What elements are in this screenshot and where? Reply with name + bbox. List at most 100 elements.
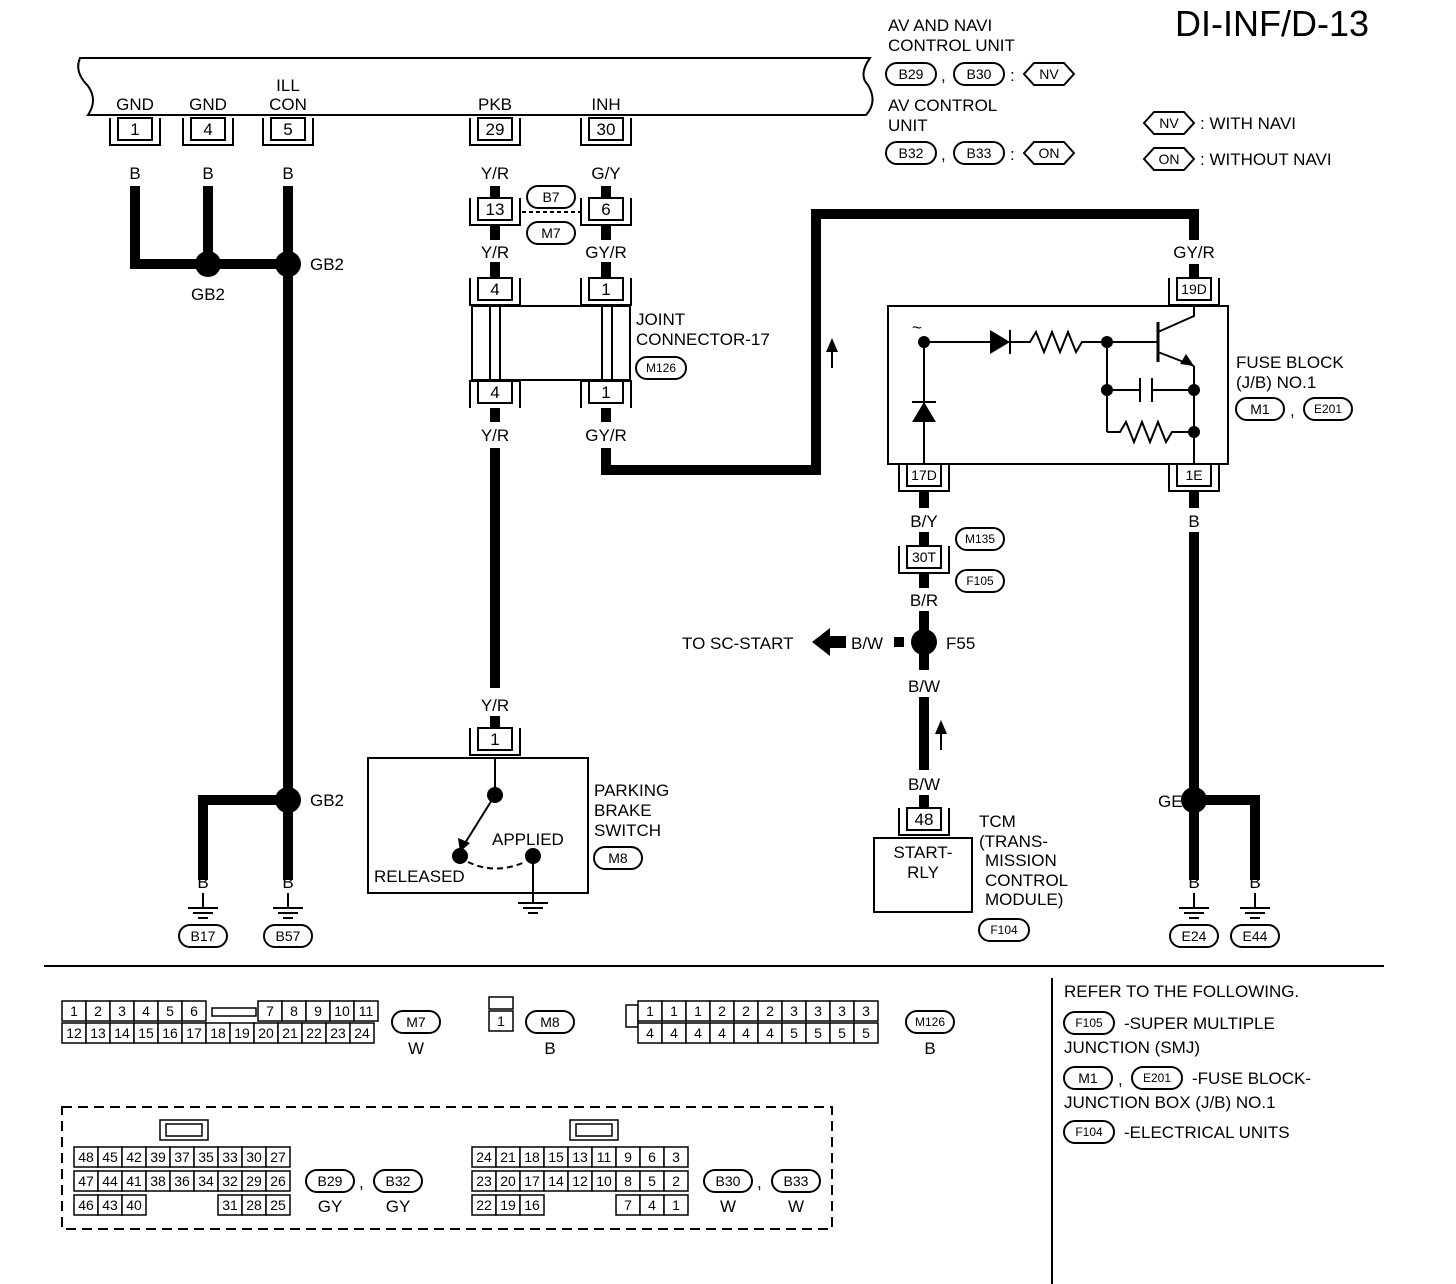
comma: , bbox=[359, 1173, 364, 1192]
pin-cell-label: 4 bbox=[766, 1025, 774, 1041]
connector-tag-b29: B29 bbox=[318, 1173, 343, 1189]
pin-cell-label: 8 bbox=[290, 1003, 298, 1019]
pin-cell bbox=[853, 1022, 879, 1044]
comma: , bbox=[941, 145, 946, 164]
connector-latch bbox=[165, 1123, 203, 1137]
splice-dot bbox=[275, 787, 301, 813]
pin-cell-label: 17 bbox=[186, 1025, 202, 1041]
splice-label-ge3: GE3 bbox=[1158, 792, 1192, 811]
variant-connector-tags: B29 , B32 GY GY B30 , B33 W W bbox=[305, 1169, 821, 1216]
wire-color: Y/R bbox=[481, 164, 509, 183]
pin-cell bbox=[663, 1170, 689, 1192]
pin-cell-label: 48 bbox=[78, 1149, 94, 1165]
pin-cell bbox=[349, 1022, 375, 1044]
pin-cell-label: 10 bbox=[596, 1173, 612, 1189]
pin-cell-label: 2 bbox=[766, 1003, 774, 1019]
pin-cell-label: 3 bbox=[672, 1149, 680, 1165]
refer-tag-m1: M1 bbox=[1078, 1070, 1098, 1086]
pin-number: 1E bbox=[1185, 467, 1202, 483]
connector-color: B bbox=[544, 1039, 555, 1058]
comma: , bbox=[1118, 1070, 1123, 1089]
parking-switch-line2: BRAKE bbox=[594, 801, 652, 820]
pin-cell-label: 17 bbox=[524, 1173, 540, 1189]
pin-cell-label: 31 bbox=[222, 1197, 238, 1213]
connector-tag-b30: B30 bbox=[967, 66, 992, 82]
comma: , bbox=[941, 66, 946, 85]
pin-cell-label: 4 bbox=[648, 1197, 656, 1213]
connector-tag-b32: B32 bbox=[899, 145, 924, 161]
pin-cell-label: 7 bbox=[624, 1197, 632, 1213]
connector-latch bbox=[211, 1007, 257, 1017]
tcm: B/W 48 START- RLY TCM (TRANS- MISSION CO… bbox=[873, 775, 1068, 942]
pin-cell bbox=[663, 1194, 689, 1216]
av-unit-line1: AV AND NAVI bbox=[888, 16, 992, 35]
legend-on-tag: ON bbox=[1159, 151, 1180, 167]
pin-number: 6 bbox=[601, 200, 610, 219]
connector-color: B bbox=[924, 1039, 935, 1058]
ac-symbol: ~ bbox=[912, 318, 922, 337]
pin-cell-label: 46 bbox=[78, 1197, 94, 1213]
pin-number: 30T bbox=[912, 549, 937, 565]
pin-cell-label: 5 bbox=[862, 1025, 870, 1041]
pin-cell-label: 39 bbox=[150, 1149, 166, 1165]
connector-face-m8: 1 bbox=[488, 996, 514, 1032]
pin-cell-label: 24 bbox=[476, 1149, 492, 1165]
wire-color: GY/R bbox=[585, 243, 627, 262]
pin-cell-label: 3 bbox=[862, 1003, 870, 1019]
joint-connector-17: 4 1 4 1 JOINT CONNECTOR-17 M126 Y/R GY/R bbox=[469, 277, 770, 445]
pin-cell-label: 33 bbox=[222, 1149, 238, 1165]
joint-connector-line2: CONNECTOR-17 bbox=[636, 330, 770, 349]
pin-cell-label: 4 bbox=[718, 1025, 726, 1041]
fuse-block-line1: FUSE BLOCK bbox=[1236, 353, 1344, 372]
pin-cell-label: 11 bbox=[359, 1003, 374, 1019]
pin-cell-label: 41 bbox=[126, 1173, 142, 1189]
fuse-block: GY/R 19D ~ 17D 1E FU bbox=[887, 243, 1353, 492]
pin-cell-label: 5 bbox=[838, 1025, 846, 1041]
tcm-desc-line1: TCM bbox=[979, 812, 1016, 831]
splice-dot bbox=[275, 251, 301, 277]
pin-cell bbox=[265, 1170, 291, 1192]
pin-cell-label: 19 bbox=[234, 1025, 250, 1041]
terminal-name: CON bbox=[269, 95, 307, 114]
pin-cell-label: 27 bbox=[270, 1149, 286, 1165]
pin-cell bbox=[663, 1146, 689, 1168]
refer-heading: REFER TO THE FOLLOWING. bbox=[1064, 982, 1299, 1001]
pin-cell-label: 1 bbox=[497, 1013, 505, 1029]
pin-cell-label: 2 bbox=[94, 1003, 102, 1019]
connector-tag-m1: M1 bbox=[1250, 401, 1270, 417]
ground-tag-b17: B17 bbox=[191, 928, 216, 944]
comma: , bbox=[757, 1173, 762, 1192]
connector-latch bbox=[625, 1004, 639, 1028]
pin-number: 1 bbox=[601, 383, 610, 402]
connector-tag-b7: B7 bbox=[542, 189, 559, 205]
splice-label-f55: F55 bbox=[946, 634, 975, 653]
wire-color: B bbox=[1249, 873, 1260, 892]
variant-tag-nv: NV bbox=[1039, 66, 1059, 82]
wire-color: Y/R bbox=[481, 426, 509, 445]
tcm-terminal-line1: START- bbox=[894, 843, 953, 862]
refer-text-smj-line2: JUNCTION (SMJ) bbox=[1064, 1038, 1200, 1057]
terminal-name-line1: ILL bbox=[276, 76, 300, 95]
av-unit-line2: CONTROL UNIT bbox=[888, 36, 1015, 55]
page-code: DI-INF/D-13 bbox=[1175, 3, 1369, 44]
pin-number: 19D bbox=[1181, 281, 1207, 297]
terminal-ill-con-5: ILL CON 5 B bbox=[262, 76, 314, 183]
pin-cell-label: 12 bbox=[66, 1025, 82, 1041]
pin-cell-label: 3 bbox=[838, 1003, 846, 1019]
wire-color: B/R bbox=[910, 591, 938, 610]
joint-connector-line1: JOINT bbox=[636, 310, 685, 329]
pin-cell-label: 11 bbox=[597, 1149, 612, 1165]
connector-latch bbox=[575, 1123, 613, 1137]
pin-cell-label: 12 bbox=[572, 1173, 588, 1189]
comma: , bbox=[1290, 401, 1295, 420]
wire-color: GY/R bbox=[1173, 243, 1215, 262]
pin-number: 17D bbox=[911, 467, 937, 483]
ground-tag-e44: E44 bbox=[1243, 928, 1268, 944]
terminal-gnd-1: GND 1 B bbox=[109, 95, 161, 183]
wire-color: B/W bbox=[908, 775, 940, 794]
wire-color: B bbox=[197, 873, 208, 892]
pin-cell-label: 3 bbox=[790, 1003, 798, 1019]
splice-dot bbox=[195, 251, 221, 277]
pin-cell-label: 28 bbox=[246, 1197, 262, 1213]
